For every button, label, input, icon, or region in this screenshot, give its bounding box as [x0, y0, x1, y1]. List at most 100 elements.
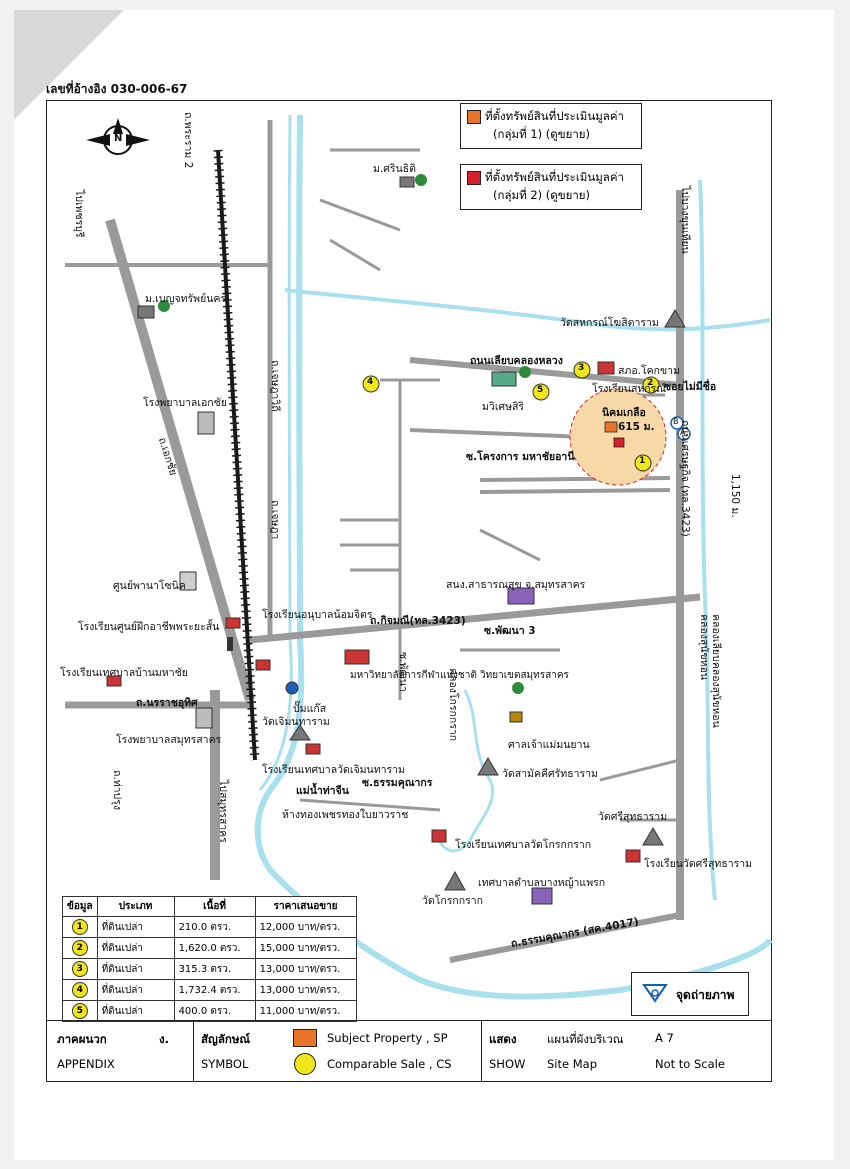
- road-label-kitmani: ถ.กิจมณี(ทล.3423): [370, 615, 466, 627]
- canal-label-2: คลองเลียบคลองสุนัขหอน: [710, 614, 722, 728]
- river-tha-chin-2: [258, 114, 293, 791]
- road-minor8: [319, 198, 401, 232]
- footer-comparable: Comparable Sale , CS: [327, 1057, 452, 1071]
- footer-appendix-en: APPENDIX: [57, 1057, 115, 1071]
- legend-group-1: ที่ตั้งทรัพย์สินที่ประเมินมูลค่า (กลุ่มท…: [460, 103, 642, 149]
- reference-number: เลขที่อ้างอิง 030-006-67: [46, 82, 188, 96]
- folded-corner: [14, 10, 124, 120]
- road-label-setthakit: ถนนเศรษฐกิจ (ทล.3423): [679, 420, 691, 537]
- road-label-prarama2: ถ.พระราม 2: [182, 112, 194, 169]
- office-icon-2: [531, 887, 553, 905]
- road-label-samut: ไปสมุทรสาคร: [217, 780, 229, 843]
- legend-group-2-line2: (กลุ่มที่ 2) (ดูขยาย): [493, 188, 591, 202]
- road-khlong: [409, 357, 681, 388]
- school-icon-5: [431, 829, 447, 843]
- river-label-tha-chin: แม่น้ำท่าจีน: [296, 785, 349, 797]
- tree-icon-1: [415, 174, 427, 186]
- footer-map-en: Site Map: [547, 1057, 598, 1071]
- distance-label-1150: 1,150 ม.: [729, 474, 741, 518]
- place-label-16: ห้างทองเพชรทองใบยาวราช: [282, 809, 409, 821]
- building-icon-1: [399, 176, 415, 188]
- footer-map-th: แผนที่ผังบริเวณ: [547, 1032, 624, 1046]
- table-cell-area: 315.3 ตรว.: [173, 958, 256, 980]
- place-label-13: สนง.สาธารณสุข จ.สมุทรสาคร: [446, 579, 586, 591]
- table-cell-price: 12,000 บาท/ตรว.: [254, 916, 357, 938]
- photo-point-legend: จุดถ่ายภาพ: [631, 972, 749, 1016]
- table-cell-area: 1,620.0 ตรว.: [173, 937, 256, 959]
- road-minor6: [299, 798, 441, 812]
- comparable-number-2: 2: [647, 378, 654, 388]
- legend-swatch-orange: [467, 109, 481, 124]
- table-row: 1 ที่ดินเปล่า 210.0 ตรว. 12,000 บาท/ตรว.: [62, 916, 357, 938]
- road-minor14: [599, 758, 681, 782]
- school-icon-4: [305, 743, 321, 755]
- legend-group-2: ที่ตั้งทรัพย์สินที่ประเมินมูลค่า (กลุ่มท…: [460, 164, 642, 210]
- table-header: ข้อมูล: [62, 896, 98, 917]
- road-label-mahachai: ซ.โครงการ มหาชัยอานี: [466, 451, 575, 463]
- place-label-20: วัดศรีสุทธาราม: [598, 811, 668, 823]
- photo-point-b-icon: [670, 416, 684, 430]
- place-label-3: โรงพยาบาลเอกชัย: [143, 397, 227, 409]
- table-cell-id: 1: [71, 919, 88, 935]
- table-cell-type: ที่ดินเปล่า: [96, 937, 175, 959]
- table-cell-price: 11,000 บาท/ตรว.: [254, 1000, 357, 1022]
- photo-point-a-icon: [677, 427, 691, 441]
- police-icon: [597, 361, 615, 375]
- road-label-narathip: ถ.นรราชอุทิศ: [136, 697, 198, 709]
- camera-viewpoint-icon: [642, 984, 668, 1003]
- compass-icon: [86, 118, 150, 155]
- building-icon-4: [491, 371, 517, 387]
- road-kitmani: [249, 593, 701, 644]
- table-row: 2 ที่ดินเปล่า 1,620.0 ตรว. 15,000 บาท/ตร…: [62, 937, 357, 959]
- footer-symbol-th: สัญลักษณ์: [201, 1032, 251, 1046]
- gas-station-icon: [285, 681, 299, 695]
- table-row: 3 ที่ดินเปล่า 315.3 ตรว. 13,000 บาท/ตรว.: [62, 958, 357, 980]
- table-cell-price: 13,000 บาท/ตรว.: [254, 958, 357, 980]
- school-icon-6: [625, 849, 641, 863]
- hospital-icon-1: [197, 411, 215, 435]
- distance-label-615: 615 ม.: [618, 421, 655, 433]
- footer-scale: Not to Scale: [655, 1057, 725, 1071]
- place-label-8: โรงเรียนอนุบาลน้อมจิตร: [262, 609, 373, 621]
- comparable-marker-2: [642, 376, 660, 394]
- road-label-bangkhunthian: ไปบางขุนเทียน: [679, 186, 691, 254]
- school-icon-1: [225, 617, 241, 629]
- legend-group-2-line1: ที่ตั้งทรัพย์สินที่ประเมินมูลค่า: [485, 170, 625, 184]
- tree-icon-3: [519, 366, 531, 378]
- footer-code: A 7: [655, 1031, 674, 1045]
- place-label-10: วัดเจิมนทาราม: [262, 716, 330, 728]
- table-cell-price: 15,000 บาท/ตรว.: [254, 937, 357, 959]
- place-label-6: โรงเรียนเทศบาลบ้านมหาชัย: [60, 667, 188, 679]
- place-label-24: โรงเรียนสหกรณ์: [592, 383, 667, 395]
- map-frame: [46, 100, 772, 1082]
- canal-krokkrak: [433, 689, 495, 853]
- canal-north: [284, 288, 771, 332]
- place-label-9: ปั๊มแก๊ส: [293, 703, 327, 715]
- tree-icon-2: [158, 300, 170, 312]
- building-icon-2: [137, 305, 155, 319]
- table-cell-id: 3: [71, 961, 88, 977]
- road-minor9: [329, 238, 381, 272]
- comparable-number-4: 4: [367, 377, 374, 387]
- building-icon-3: [179, 571, 197, 591]
- road-label-suksawat: ถ.เจษฎาวิถี: [269, 360, 281, 412]
- comparable-sale-swatch: [294, 1053, 316, 1075]
- road-m2: [479, 488, 671, 494]
- temple-icon-3: [444, 870, 466, 891]
- road-label-khlong: ถนนเลียบคลองหลวง: [470, 355, 563, 367]
- tree-icon-4: [512, 682, 524, 694]
- legend-group-1-line2: (กลุ่มที่ 1) (ดูขยาย): [493, 127, 591, 141]
- legend-swatch-red: [467, 170, 481, 185]
- area-label-nikhom: นิคมเกลือ: [602, 407, 646, 419]
- temple-icon-4: [642, 827, 664, 846]
- road-label-phatthana3: ซ.พัฒนา 3: [484, 625, 536, 637]
- subject-property-swatch: [293, 1029, 317, 1047]
- photo-point-b-label: B: [673, 417, 679, 426]
- comparable-marker-3: [573, 361, 591, 379]
- table-cell-id: 4: [71, 982, 88, 998]
- road-label-thammakhun: ซ.ธรรมคุณากร: [362, 777, 433, 789]
- comparable-table: ข้อมูล ประเภท เนื้อที่ ราคาเสนอขาย 1 ที่…: [62, 896, 357, 1022]
- footer-appendix-letter: ง.: [159, 1032, 169, 1046]
- table-row: 4 ที่ดินเปล่า 1,732.4 ตรว. 13,000 บาท/ตร…: [62, 979, 357, 1001]
